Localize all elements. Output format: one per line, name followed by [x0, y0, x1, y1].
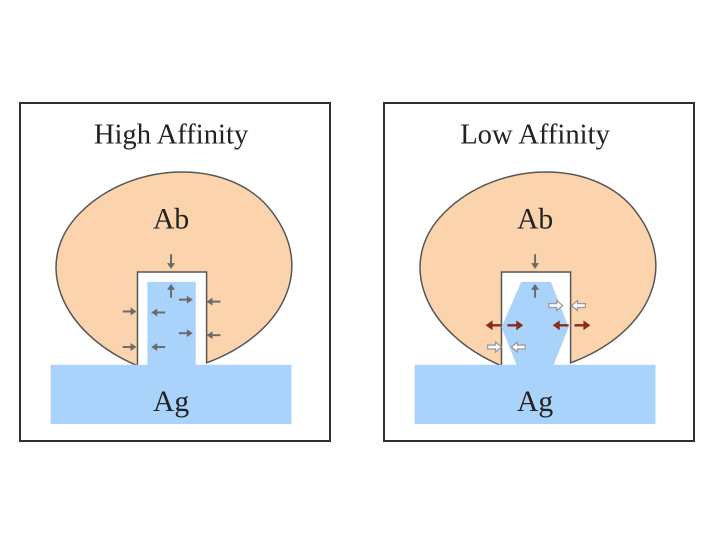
arrow-up-icon — [531, 283, 539, 298]
arrow-right-icon — [178, 295, 193, 304]
antibody-shape — [55, 171, 293, 367]
arrow-left-icon — [151, 308, 166, 317]
arrow-right-icon — [178, 329, 193, 338]
arrow-left-red-icon — [485, 320, 502, 331]
arrow-right-icon — [122, 343, 137, 351]
arrow-left-red-icon — [552, 320, 569, 331]
arrow-right-hollow-icon — [487, 340, 503, 354]
antigen-label: Ag — [517, 386, 553, 418]
panel-title: High Affinity — [94, 119, 249, 151]
antigen-base — [414, 364, 656, 425]
panel-high-affinity: High Affinity Ab Ag — [19, 102, 331, 442]
panel-low-affinity: Low Affinity Ab Ag — [383, 102, 695, 442]
arrow-left-icon — [206, 297, 221, 306]
low-affinity-diagram: Low Affinity Ab Ag — [414, 119, 657, 425]
high-affinity-diagram: High Affinity Ab Ag — [50, 119, 293, 425]
arrow-left-hollow-icon — [510, 340, 526, 354]
panel-title: Low Affinity — [460, 119, 610, 151]
arrow-up-icon — [167, 283, 175, 298]
arrow-down-icon — [167, 254, 175, 270]
antigen-base — [50, 364, 292, 425]
antigen-label: Ag — [153, 386, 189, 418]
arrow-right-hollow-icon — [548, 299, 564, 312]
antibody-label: Ab — [517, 204, 553, 236]
arrow-down-icon — [531, 254, 539, 270]
arrow-left-hollow-icon — [570, 299, 587, 312]
arrow-right-icon — [122, 307, 137, 316]
arrow-right-red-icon — [574, 320, 591, 331]
antibody-label: Ab — [153, 204, 189, 236]
antibody-shape — [419, 171, 657, 367]
arrow-right-red-icon — [507, 320, 524, 331]
arrow-left-icon — [206, 331, 221, 340]
arrow-left-icon — [151, 343, 166, 351]
